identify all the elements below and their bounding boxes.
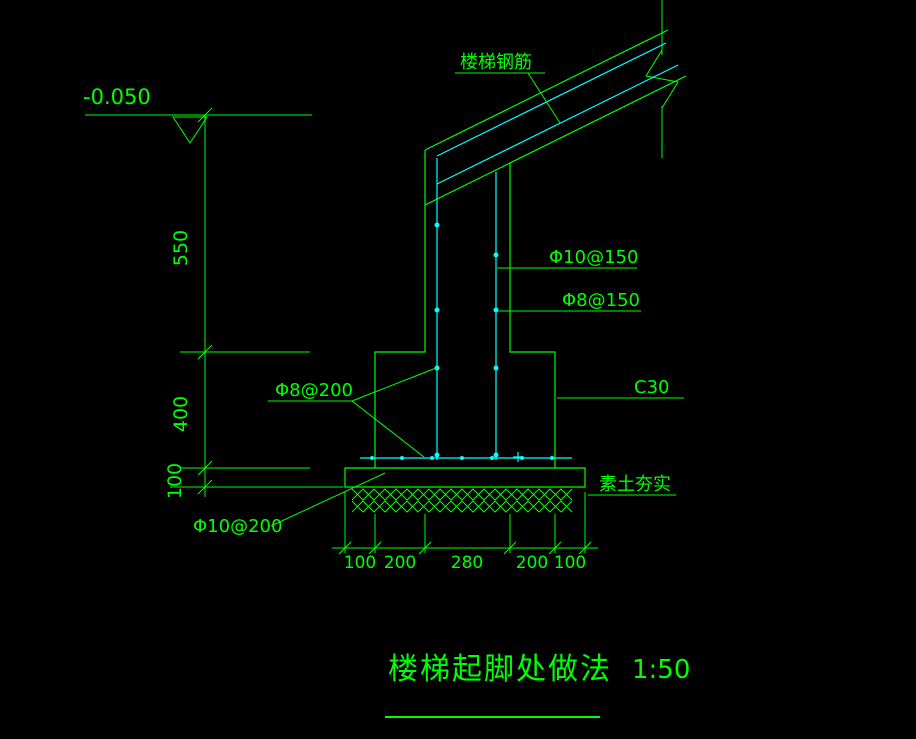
- footing-rebar-label: Φ10@200: [193, 472, 386, 537]
- stair-rebar-label: 楼梯钢筋: [455, 52, 561, 124]
- rebar-dot: [434, 365, 440, 371]
- dim-value-550: 550: [170, 230, 192, 266]
- rebar-dot: [430, 456, 434, 460]
- leader-line: [351, 400, 425, 458]
- rebar-dot: [490, 456, 494, 460]
- phi8-200-text: Φ8@200: [275, 380, 353, 401]
- break-symbol-icon: [645, 49, 679, 109]
- hdim-280: 280: [451, 553, 483, 573]
- concrete-grade-label: C30: [557, 377, 684, 399]
- hdim-100-left: 100: [344, 553, 376, 573]
- leader-line: [270, 472, 386, 527]
- dim-tick: [418, 541, 432, 555]
- reinforcement: [360, 42, 679, 462]
- dim-tick: [548, 541, 562, 555]
- dim-tick: [368, 541, 382, 555]
- rebar-dot: [493, 365, 499, 371]
- hatch-zigzag: [351, 500, 573, 513]
- horizontal-dimension-chain: 100 200 280 200 100: [332, 492, 598, 573]
- rebar-dot: [400, 456, 404, 460]
- stair-rebar-text: 楼梯钢筋: [460, 52, 532, 73]
- wall-horizontal-rebar-label: Φ8@150: [497, 290, 641, 312]
- stair-rebar-line: [436, 64, 679, 185]
- hdim-100-right: 100: [554, 553, 586, 573]
- dim-tick: [578, 541, 592, 555]
- wall-outline: [374, 150, 556, 468]
- vertical-dimension-chain: 550 400 100: [164, 107, 343, 499]
- rebar-dot: [550, 456, 554, 460]
- c30-text: C30: [634, 377, 669, 398]
- phi10-150-text: Φ10@150: [549, 247, 638, 268]
- rebar-dot: [493, 252, 499, 258]
- elevation-value: -0.050: [83, 85, 151, 109]
- phi10-200-text: Φ10@200: [193, 516, 282, 537]
- leader-line: [351, 367, 437, 402]
- stair-slab-bottom-edge: [424, 75, 687, 206]
- stair-slab-top-edge: [424, 29, 669, 151]
- dim-tick: [197, 107, 213, 123]
- soil-text: 素土夯实: [599, 474, 671, 495]
- drawing-title: 楼梯起脚处做法: [388, 652, 612, 687]
- title-block: 楼梯起脚处做法 1:50: [385, 652, 690, 718]
- dim-value-400: 400: [170, 396, 192, 432]
- dowel-rebar-label: Φ8@200: [268, 367, 437, 458]
- annotations: 楼梯钢筋 Φ10@150 Φ8@150 C30 素土夯实 Φ8@200: [193, 52, 684, 537]
- hdim-200-right: 200: [516, 553, 548, 573]
- rebar-dot: [493, 452, 499, 458]
- dim-tick: [503, 541, 517, 555]
- rebar-dot: [434, 452, 440, 458]
- phi8-150-text: Φ8@150: [562, 290, 640, 311]
- elevation-marker: -0.050: [83, 85, 312, 144]
- hdim-200-left: 200: [384, 553, 416, 573]
- elevation-triangle-icon: [172, 116, 208, 144]
- leader-line: [527, 72, 561, 124]
- soil-hatch: [351, 488, 573, 513]
- dim-tick: [338, 541, 352, 555]
- soil-label: 素土夯实: [588, 474, 676, 496]
- hatch-zigzag: [351, 488, 573, 501]
- dim-value-100: 100: [164, 463, 186, 499]
- hatch-zigzag: [351, 488, 573, 501]
- rebar-dot: [434, 222, 440, 228]
- structure-outline: [344, 0, 687, 488]
- rebar-dot: [460, 456, 464, 460]
- rebar-dot: [434, 307, 440, 313]
- rebar-dot: [493, 307, 499, 313]
- footing-outline: [344, 467, 586, 488]
- wall-vertical-rebar-label: Φ10@150: [497, 247, 638, 269]
- rebar-cross-mark-icon: [513, 452, 523, 462]
- drawing-scale: 1:50: [632, 655, 690, 685]
- stair-rebar-line: [436, 42, 667, 157]
- hatch-zigzag: [351, 500, 573, 513]
- rebar-dot: [370, 456, 374, 460]
